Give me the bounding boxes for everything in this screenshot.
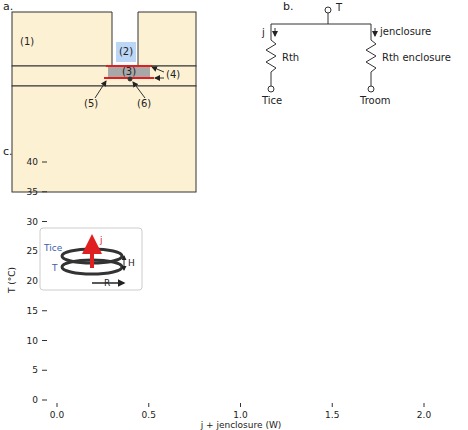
tick-label: 35 xyxy=(27,186,38,198)
callout-number: (6) xyxy=(137,98,151,110)
tick-mark xyxy=(240,403,241,407)
inset-label: R xyxy=(104,277,110,289)
thermal-circuit xyxy=(266,7,376,92)
tick-label: 5 xyxy=(32,364,38,376)
resistor-label: Rth xyxy=(282,52,299,64)
tick-label: 20 xyxy=(27,275,38,287)
tick-mark xyxy=(42,400,47,401)
tick-mark xyxy=(332,403,333,407)
inset-label: j xyxy=(100,234,103,246)
current-label: j xyxy=(262,27,265,39)
tick-label: 2.0 xyxy=(417,409,431,421)
tick-mark xyxy=(42,370,47,371)
callout-number: (4) xyxy=(166,69,180,81)
resistor-label: Rth enclosure xyxy=(382,52,451,64)
tick-mark xyxy=(57,403,58,407)
tick-label: 10 xyxy=(27,335,38,347)
tick-label: 1.0 xyxy=(233,409,247,421)
panel-letter: c. xyxy=(3,146,13,158)
panel-letter: b. xyxy=(283,1,293,13)
temperature-label: Tice xyxy=(262,95,282,107)
tick-label: 25 xyxy=(27,245,38,257)
axis-label: j + jenclosure (W) xyxy=(201,419,282,430)
tick-label: 1.5 xyxy=(325,409,339,421)
tick-mark xyxy=(424,403,425,407)
tick-mark xyxy=(42,221,47,222)
current-label: jenclosure xyxy=(380,26,431,38)
callout-number: (3) xyxy=(122,66,136,78)
callout-number: (2) xyxy=(119,46,133,58)
tick-mark xyxy=(42,310,47,311)
node-name: T xyxy=(336,2,342,14)
tick-label: 0.0 xyxy=(50,409,64,421)
tick-mark xyxy=(148,403,149,407)
callout-number: (1) xyxy=(20,36,34,48)
tick-mark xyxy=(42,340,47,341)
axis-label: T (°C) xyxy=(6,267,18,293)
tick-label: 15 xyxy=(27,305,38,317)
inset-label: Tice xyxy=(44,242,62,254)
tick-label: 0.5 xyxy=(142,409,156,421)
tick-label: 30 xyxy=(27,216,38,228)
temperature-label: Troom xyxy=(360,95,391,107)
tick-mark xyxy=(42,191,47,192)
inset xyxy=(40,228,142,290)
inset-label: H xyxy=(128,257,135,269)
tick-label: 40 xyxy=(27,156,38,168)
cross-section xyxy=(12,8,196,192)
tick-mark xyxy=(42,162,47,163)
panel-letter: a. xyxy=(3,1,13,13)
inset-label: T xyxy=(52,262,58,274)
callout-number: (5) xyxy=(84,98,98,110)
tick-label: 0 xyxy=(32,394,38,406)
